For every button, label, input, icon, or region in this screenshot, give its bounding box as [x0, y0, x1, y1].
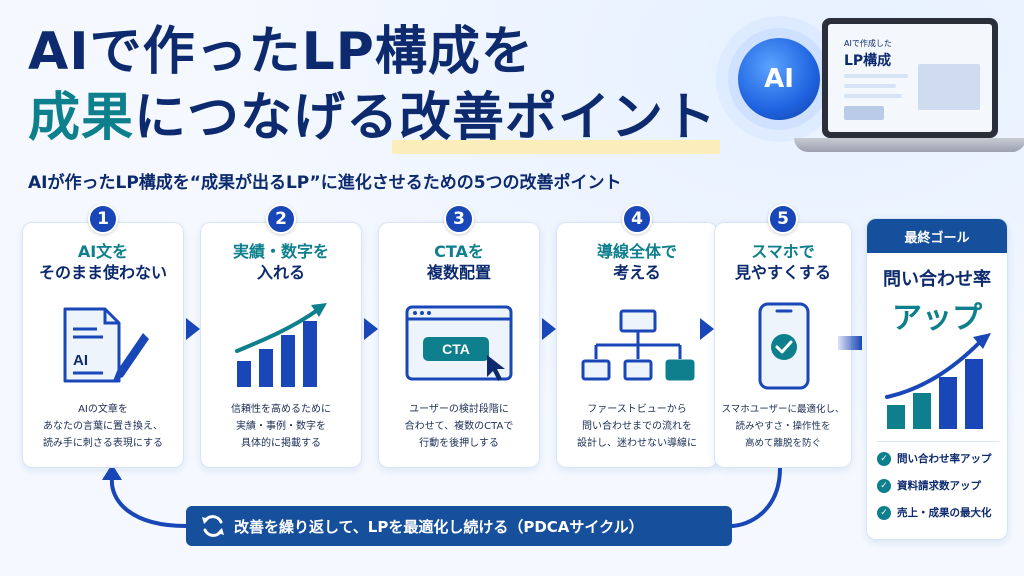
smartphone-check-icon	[758, 302, 810, 390]
step-description: ファーストビューから 問い合わせまでの流れを 設計し、迷わせない導線に	[557, 401, 717, 452]
check-icon: ✓	[877, 451, 891, 466]
goal-list-item: ✓ 問い合わせ率アップ	[877, 451, 992, 466]
step-number-2: 2	[266, 204, 296, 234]
step-card-3: CTAを 複数配置 CTA ユーザーの検討段階に 合わせて、複数のCTAで 行動…	[378, 222, 540, 468]
step-title: 導線全体で 考える	[557, 241, 717, 283]
step-title-b: 入れる	[256, 263, 305, 282]
laptop-base	[794, 138, 1024, 152]
pdca-label: 改善を繰り返して、LPを最適化し続ける（PDCAサイクル）	[234, 517, 644, 536]
goal-title-emphasis: アップ	[892, 301, 982, 336]
step-title-b: 複数配置	[426, 263, 491, 282]
step-number-3: 3	[444, 204, 474, 234]
step-title-a: AI文を	[77, 242, 129, 261]
page-title-line1: AIで作ったLP構成を	[28, 22, 534, 82]
laptop-screen-title: LP構成	[844, 53, 892, 69]
laptop-screen-caption: AIで作成した	[844, 39, 892, 48]
goal-list-item: ✓ 資料請求数アップ	[877, 478, 992, 493]
divider	[877, 441, 999, 442]
step-title-a: スマホで	[751, 242, 815, 261]
step-title-a: CTAを	[434, 242, 484, 261]
desc-line: あなたの言葉に置き換え、	[43, 421, 163, 432]
goal-list: ✓ 問い合わせ率アップ ✓ 資料請求数アップ ✓ 売上・成果の最大化	[877, 451, 992, 532]
arrow-right-icon	[542, 318, 556, 340]
goal-card: 最終ゴール 問い合わせ率 アップ ✓ 問い合わせ率アップ ✓ 資料請求数アップ ✓ 売…	[866, 218, 1008, 540]
step-description: スマホユーザーに最適化し、 読みやすさ・操作性を 高めて離脱を防ぐ	[715, 401, 851, 452]
goal-title: 問い合わせ率	[883, 269, 991, 290]
desc-line: 行動を後押しする	[419, 438, 499, 449]
desc-line: ユーザーの検討段階に	[409, 404, 509, 415]
check-icon: ✓	[877, 505, 891, 520]
desc-line: 合わせて、複数のCTAで	[404, 421, 514, 432]
arrow-right-icon	[186, 318, 200, 340]
step-title: CTAを 複数配置	[379, 241, 539, 283]
laptop-screen: AIで作成した LP構成	[822, 18, 998, 138]
step-number-1: 1	[88, 204, 118, 234]
loop-arrow-icon	[102, 464, 782, 528]
arrow-right-icon	[364, 318, 378, 340]
ai-orb-icon: AI	[738, 38, 820, 120]
step-card-4: 導線全体で 考える ファーストビューから 問い合わせまでの流れを 設計し、迷わせ…	[556, 222, 718, 468]
desc-line: ファーストビューから	[587, 404, 687, 415]
goal-header: 最終ゴール	[867, 219, 1007, 253]
goal-connector	[838, 336, 862, 350]
desc-line: AIの文章を	[78, 404, 128, 415]
goal-list-item: ✓ 売上・成果の最大化	[877, 505, 992, 520]
step-card-2: 実績・数字を 入れる 信頼性を高めるために 実績・事例・数字を 具体的に掲載する	[200, 222, 362, 468]
step-title-a: 実績・数字を	[232, 242, 329, 261]
laptop-block	[844, 106, 884, 120]
check-icon: ✓	[877, 478, 891, 493]
step-description: AIの文章を あなたの言葉に置き換え、 読み手に刺さる表現にする	[23, 401, 183, 452]
step-title: AI文を そのまま使わない	[23, 241, 183, 283]
desc-line: 高めて離脱を防ぐ	[744, 438, 821, 449]
step-number-5: 5	[768, 204, 798, 234]
step-card-1: AI文を そのまま使わない AI AIの文章を あなたの言葉に置き換え、 読み手…	[22, 222, 184, 468]
step-title-b: 見やすくする	[734, 263, 831, 282]
title-highlight	[392, 140, 720, 154]
goal-item-label: 売上・成果の最大化	[897, 507, 992, 519]
goal-item-label: 資料請求数アップ	[897, 480, 981, 492]
step-title-b: 考える	[613, 263, 661, 282]
laptop-line	[844, 74, 908, 78]
step-description: 信頼性を高めるために 実績・事例・数字を 具体的に掲載する	[201, 401, 361, 452]
laptop-display: AIで作成した LP構成	[828, 24, 992, 132]
title-highlight-word: 成果	[28, 88, 135, 148]
desc-line: 読み手に刺さる表現にする	[42, 438, 164, 449]
refresh-cycle-icon	[202, 515, 224, 537]
cta-window-icon: CTA	[405, 305, 513, 381]
laptop-line	[844, 84, 896, 88]
step-title: 実績・数字を 入れる	[201, 241, 361, 283]
step-title: スマホで 見やすくする	[715, 241, 851, 283]
flow-diagram-icon	[581, 309, 695, 381]
desc-line: 信頼性を高めるために	[231, 404, 331, 415]
cta-button-text: CTA	[442, 341, 470, 357]
step-number-4: 4	[622, 204, 652, 234]
desc-line: 設計し、迷わせない導線に	[577, 438, 697, 449]
laptop-image-placeholder	[918, 64, 980, 110]
document-pen-icon: AI	[63, 307, 149, 383]
desc-line: スマホユーザーに最適化し、	[721, 404, 845, 415]
desc-line: 問い合わせまでの流れを	[582, 421, 692, 432]
doc-ai-text: AI	[73, 352, 88, 369]
pdca-banner: 改善を繰り返して、LPを最適化し続ける（PDCAサイクル）	[186, 506, 732, 546]
title-rest: につなげる改善ポイント	[134, 88, 718, 148]
goal-item-label: 問い合わせ率アップ	[897, 453, 992, 465]
goal-growth-chart-icon	[885, 333, 991, 429]
step-card-5: スマホで 見やすくする スマホユーザーに最適化し、 読みやすさ・操作性を 高めて…	[714, 222, 852, 468]
growth-chart-icon	[235, 303, 327, 387]
page-title-line2: 成果につなげる改善ポイント	[28, 92, 717, 144]
desc-line: 実績・事例・数字を	[236, 421, 326, 432]
step-title-a: 導線全体で	[596, 242, 677, 261]
desc-line: 具体的に掲載する	[241, 438, 321, 449]
laptop-line	[844, 94, 902, 98]
desc-line: 読みやすさ・操作性を	[735, 421, 831, 432]
arrow-right-icon	[700, 318, 714, 340]
step-description: ユーザーの検討段階に 合わせて、複数のCTAで 行動を後押しする	[379, 401, 539, 452]
step-title-b: そのまま使わない	[38, 263, 167, 282]
subtitle: AIが作ったLP構成を“成果が出るLP”に進化させるための5つの改善ポイント	[28, 173, 622, 193]
